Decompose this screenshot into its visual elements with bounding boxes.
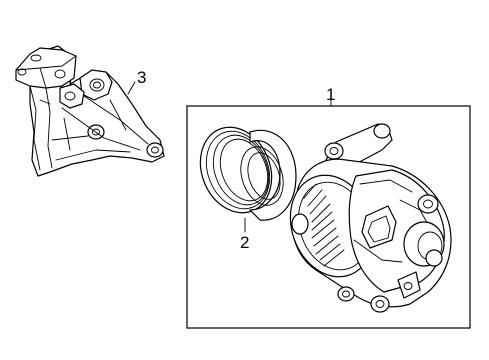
alternator[interactable]: [277, 123, 452, 313]
mounting-bracket[interactable]: [15, 45, 165, 177]
assembly-frame: [186, 105, 471, 329]
callout-label-3: 3: [137, 68, 146, 87]
pulley[interactable]: [188, 116, 297, 223]
callout-1: 1: [326, 85, 335, 107]
callout-2: 2: [240, 217, 249, 252]
callout-label-2: 2: [240, 233, 249, 252]
callout-3: 3: [127, 68, 146, 95]
callout-label-1: 1: [326, 85, 335, 104]
